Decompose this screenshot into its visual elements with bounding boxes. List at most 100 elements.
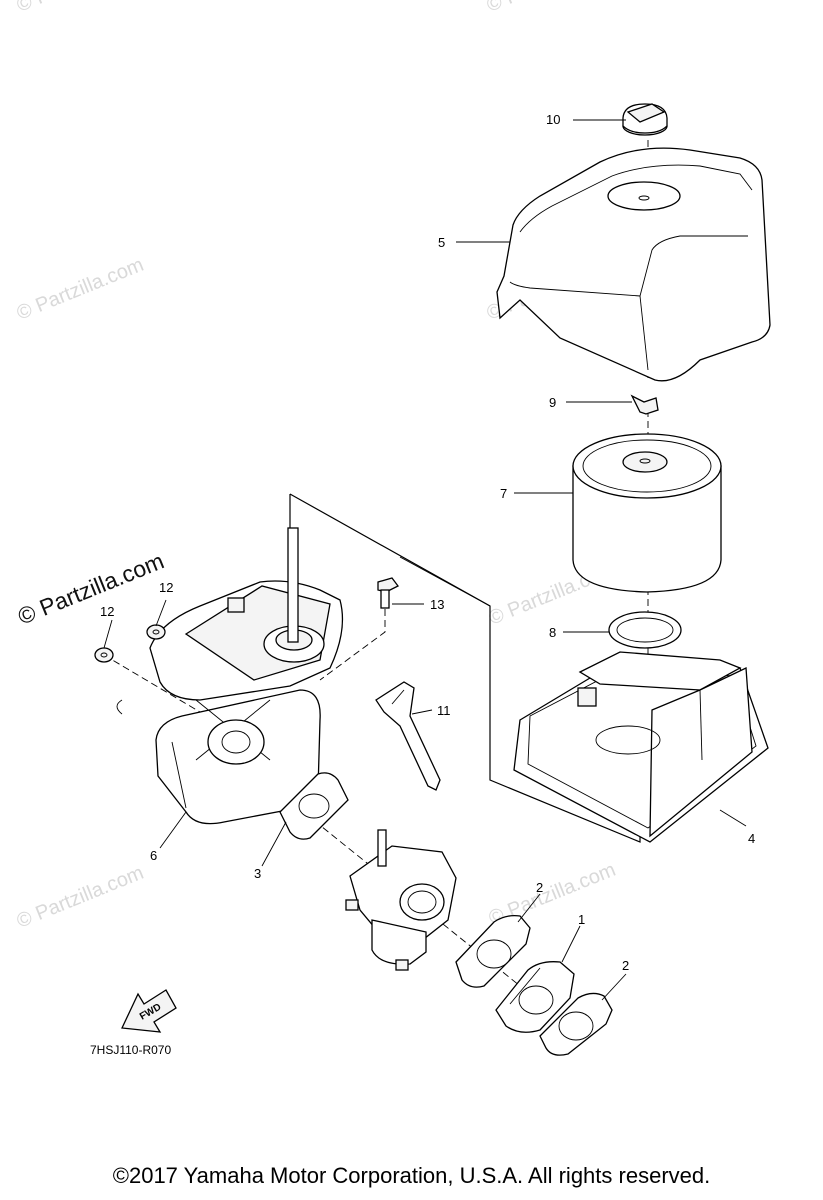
case-part-4	[513, 651, 769, 843]
callout-leaders	[103, 119, 747, 1001]
watermark-faint: © Partzilla.com	[14, 862, 147, 933]
gasket-hole	[298, 793, 330, 819]
wing-nut-part-9	[630, 394, 659, 415]
elbow-inner	[171, 741, 187, 809]
elbow-flange-hole	[221, 730, 251, 754]
seal-outer	[608, 611, 682, 649]
case-wall-left	[578, 651, 742, 691]
cover-outer	[496, 147, 771, 382]
fwd-arrow-shape	[121, 989, 177, 1033]
elbow-flange	[207, 719, 265, 765]
case-tab	[577, 687, 597, 707]
carb-throat	[399, 883, 445, 921]
watermark-faint: © Partzilla.com	[14, 254, 147, 325]
gasket-part-2	[539, 992, 613, 1056]
gasket-hole	[558, 1011, 594, 1041]
bolt-head	[377, 577, 399, 593]
wing-nut	[630, 394, 659, 415]
leader-line	[561, 925, 581, 963]
washer	[146, 624, 166, 640]
carb-lever	[377, 829, 387, 867]
knob-part-10	[622, 103, 668, 136]
bracket	[375, 681, 441, 791]
bolt-part-13	[377, 577, 399, 609]
callout-2: 2	[536, 880, 543, 895]
callout-2: 2	[622, 958, 629, 973]
elbow-part-6	[116, 527, 344, 825]
seal-inner	[616, 617, 674, 643]
gasket	[455, 914, 531, 988]
carb-drain	[395, 959, 409, 971]
gasket	[539, 992, 613, 1056]
callout-10: 10	[546, 112, 560, 127]
callout-7: 7	[500, 486, 507, 501]
gasket-part-2	[455, 914, 531, 988]
washers-part-12	[94, 624, 166, 663]
callout-11: 11	[437, 703, 451, 718]
washer	[94, 647, 114, 663]
bracket-edge	[391, 689, 405, 705]
carb-throat-inner	[407, 890, 437, 914]
callout-5: 5	[438, 235, 445, 250]
leader-line	[411, 709, 433, 715]
callout-8: 8	[549, 625, 556, 640]
callout-numbers: 10 5 9 7 8 4 13 11 12 12 6 3 2 1 2	[100, 112, 755, 973]
filter-top-rim	[582, 439, 712, 493]
washer-hole	[152, 629, 160, 635]
leader-line	[261, 821, 287, 867]
callout-4: 4	[748, 831, 755, 846]
leader-line	[155, 599, 167, 627]
stud-rod	[287, 527, 299, 643]
stud-axis-line	[103, 654, 201, 713]
filter-part-7	[572, 433, 722, 593]
carburetor	[345, 829, 457, 971]
filter-center-hole	[639, 458, 651, 464]
gasket	[279, 772, 349, 840]
cover-inner-edge	[519, 164, 753, 233]
washer-hole	[100, 652, 108, 658]
bolt-axis-line	[319, 598, 386, 681]
cover-top-hole	[638, 195, 650, 201]
leader-line	[601, 973, 627, 1001]
gasket-hole	[476, 939, 512, 969]
callout-12: 12	[159, 580, 173, 595]
breather-hose	[116, 699, 123, 715]
watermark-prominent: © Partzilla.com	[14, 547, 167, 629]
filter-center	[622, 451, 668, 473]
carb-nipple	[345, 899, 359, 911]
insulator-hole	[518, 985, 554, 1015]
leader-line	[399, 556, 491, 607]
cover-fold	[509, 235, 748, 297]
watermark-faint: © Partzilla.com	[14, 0, 147, 17]
fwd-arrow-icon: FWD	[121, 989, 177, 1033]
leader-line	[159, 811, 187, 849]
copyright-notice: ©2017 Yamaha Motor Corporation, U.S.A. A…	[112, 1163, 711, 1188]
tab	[227, 597, 245, 613]
leader-line	[103, 619, 113, 649]
cover-corner	[639, 295, 649, 371]
case-tower-face	[699, 689, 703, 761]
case-opening	[595, 725, 661, 755]
seal-part-8	[608, 611, 682, 649]
parts-diagram: © Partzilla.com © Partzilla.com © Partzi…	[14, 0, 771, 1057]
insulator	[495, 961, 575, 1033]
leader-line	[517, 893, 541, 923]
callout-1: 1	[578, 912, 585, 927]
callout-13: 13	[430, 597, 444, 612]
gasket-part-3	[279, 772, 349, 840]
leader-line	[719, 809, 747, 827]
callout-9: 9	[549, 395, 556, 410]
carb-bowl	[371, 919, 427, 965]
callout-3: 3	[254, 866, 261, 881]
knob-wing	[626, 103, 666, 123]
bracket-part-11	[375, 681, 441, 791]
watermark-faint: © Partzilla.com	[484, 0, 617, 17]
callout-6: 6	[150, 848, 157, 863]
diagram-code: 7HSJ110-R070	[90, 1043, 171, 1057]
filter-body	[572, 465, 722, 593]
callout-12: 12	[100, 604, 114, 619]
insulator-edge	[509, 967, 541, 1005]
bolt-shank	[380, 589, 390, 609]
cover-part-5	[496, 147, 771, 382]
insulator-part-1	[495, 961, 575, 1033]
